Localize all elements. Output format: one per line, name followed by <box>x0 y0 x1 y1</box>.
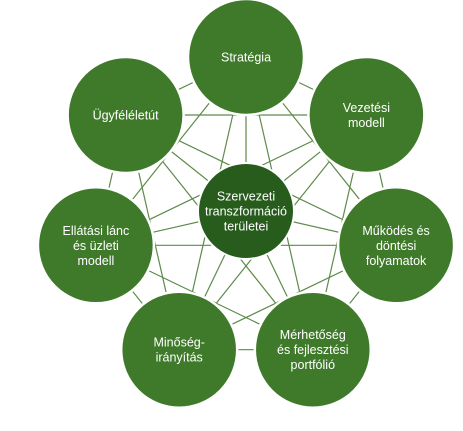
node-circle-minosegiranyitas <box>119 290 239 409</box>
node-minosegiranyitas-label: Minőség-irányítás <box>153 336 204 365</box>
node-ellatasi-lanc-label-line: és üzleti <box>73 239 119 253</box>
node-vezetesi-modell-label-line: modell <box>348 116 385 130</box>
center-circle <box>197 162 295 260</box>
node-mukodes-label-line: folyamatok <box>366 254 427 268</box>
node-ellatasi-lanc-label-line: modell <box>77 254 114 268</box>
node-strategia: Stratégia <box>186 0 306 117</box>
center-node-label-line: transzformáció <box>205 205 287 219</box>
node-circle-merhetoseg <box>253 290 373 409</box>
node-mukodes-label-line: döntési <box>376 239 416 253</box>
center-node-label-line: Szervezeti <box>217 190 275 204</box>
node-mukodes-label-line: Működés és <box>362 224 429 238</box>
center-node-label-line: területei <box>224 220 268 234</box>
node-merhetoseg-label-line: Mérhetőség <box>280 328 346 342</box>
node-merhetoseg-label-line: portfólió <box>291 358 336 372</box>
node-merhetoseg-label-line: és fejlesztési <box>277 343 349 357</box>
node-strategia-label-line: Stratégia <box>221 51 271 65</box>
node-strategia-label: Stratégia <box>221 51 271 65</box>
node-minosegiranyitas: Minőség-irányítás <box>119 290 239 409</box>
node-ugyfelelelut: Ügyféléletút <box>66 55 185 175</box>
node-circle-vezetesi-modell <box>307 55 426 175</box>
node-ugyfelelelut-label: Ügyféléletút <box>93 109 160 123</box>
node-circle-strategia <box>186 0 306 117</box>
node-vezetesi-modell-label-line: Vezetési <box>343 101 390 115</box>
node-circle-ellatasi-lanc <box>36 186 156 305</box>
node-minosegiranyitas-label-line: irányítás <box>156 351 203 365</box>
node-ellatasi-lanc-label-line: Ellátási lánc <box>63 224 130 238</box>
node-circle-mukodes <box>336 186 456 305</box>
node-minosegiranyitas-label-line: Minőség- <box>153 336 204 350</box>
node-circle-ugyfelelelut <box>66 55 185 175</box>
node-ugyfelelelut-label-line: Ügyféléletút <box>93 109 160 123</box>
